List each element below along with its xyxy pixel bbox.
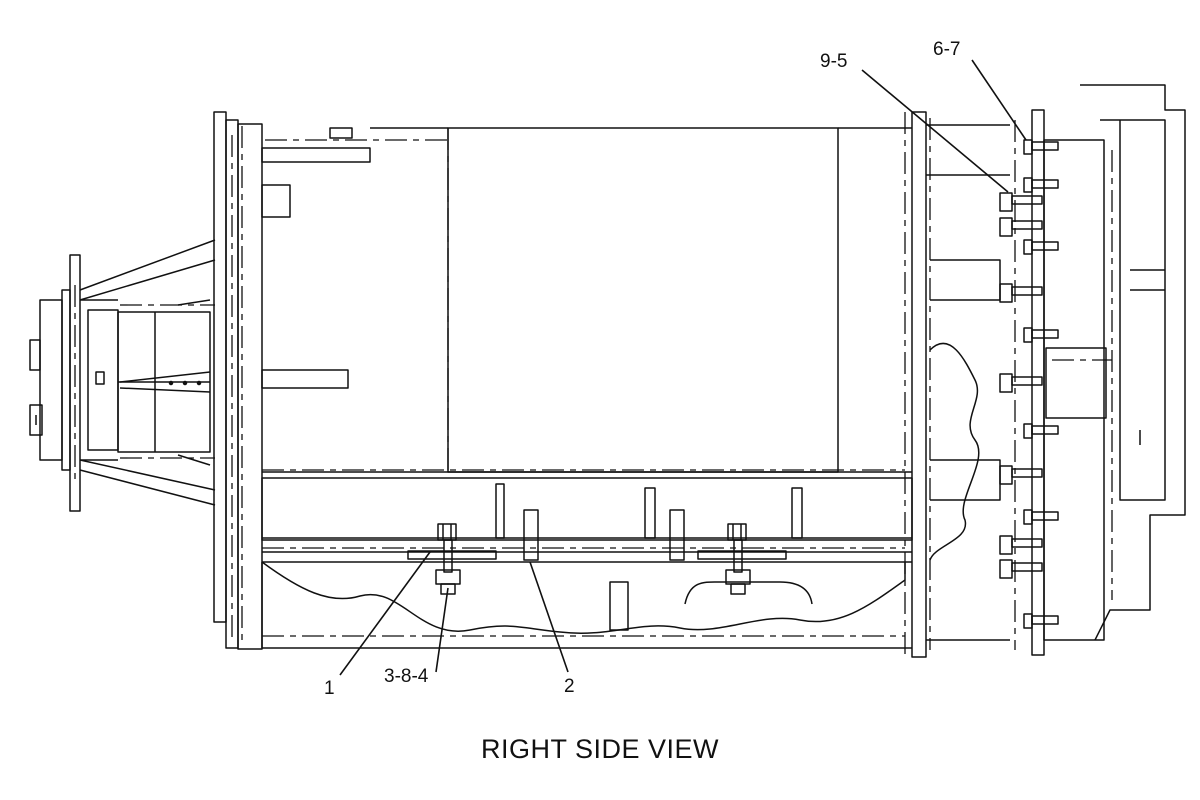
- adapter-housing: [911, 84, 1186, 658]
- callout-3-8-4: 3-8-4: [384, 666, 429, 687]
- callout-6-7: 6-7: [933, 39, 961, 60]
- phantom-lines: [74, 112, 1113, 655]
- adapter-bolt-row: [999, 139, 1059, 629]
- base-bolt-right: [697, 523, 787, 595]
- view-caption: RIGHT SIDE VIEW: [480, 734, 720, 764]
- leader-lines: [339, 59, 1027, 676]
- callout-9-5: 9-5: [820, 51, 848, 72]
- callout-2: 2: [564, 676, 575, 697]
- mounting-flange: [213, 111, 371, 650]
- drive-hub-assembly: [29, 239, 216, 512]
- main-housing: [261, 127, 913, 649]
- base-bolt-left: [407, 523, 497, 595]
- callout-1: 1: [324, 678, 335, 699]
